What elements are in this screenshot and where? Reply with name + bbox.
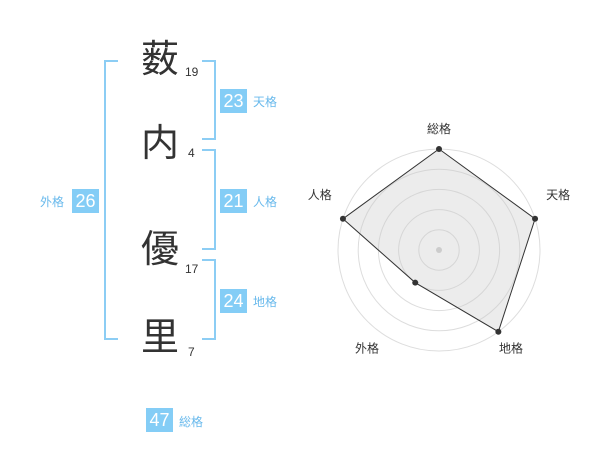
radar-axis-label-3: 地格 — [499, 340, 523, 355]
stroke-count-4: 7 — [188, 345, 195, 359]
name-char-4: 里 — [141, 315, 180, 359]
chikaku-label: 地格 — [253, 295, 278, 309]
jinkaku-bracket — [202, 149, 216, 250]
jinkaku-label: 人格 — [253, 195, 278, 209]
radar-point-2 — [532, 215, 539, 222]
tenkaku-bracket — [202, 60, 216, 140]
tenkaku-score: 23 — [220, 89, 247, 113]
name-char-2: 内 — [141, 121, 180, 165]
radar-axis-label-5: 人格 — [308, 187, 332, 202]
radar-center-dot — [436, 247, 442, 253]
gaikaku-score: 26 — [72, 189, 99, 213]
name-char-3: 優 — [141, 227, 180, 271]
tenkaku-label: 天格 — [253, 95, 278, 109]
gaikaku-bracket — [104, 60, 118, 340]
radar-point-5 — [339, 215, 346, 222]
radar-ring-4 — [357, 168, 521, 332]
radar-point-4 — [412, 279, 419, 286]
radar-axis-label-4: 外格 — [355, 340, 379, 355]
radar-axis-label-1: 総格 — [427, 121, 451, 136]
soukaku-label: 総格 — [179, 415, 204, 429]
name-char-1: 薮 — [141, 37, 180, 81]
radar-point-1 — [436, 146, 442, 152]
gaikaku-label: 外格 — [40, 195, 65, 209]
soukaku-score: 47 — [146, 408, 173, 432]
radar-axis-label-2: 天格 — [546, 187, 570, 202]
radar-ring-2 — [398, 209, 480, 291]
stroke-count-1: 19 — [185, 65, 199, 79]
stroke-count-3: 17 — [185, 262, 199, 276]
jinkaku-score: 21 — [220, 189, 247, 213]
stroke-count-2: 4 — [188, 146, 195, 160]
radar-ring-1 — [418, 229, 460, 271]
chikaku-bracket — [202, 259, 216, 340]
radar-point-3 — [495, 328, 502, 335]
chikaku-score: 24 — [220, 289, 247, 313]
radar-data-polygon — [342, 148, 536, 333]
